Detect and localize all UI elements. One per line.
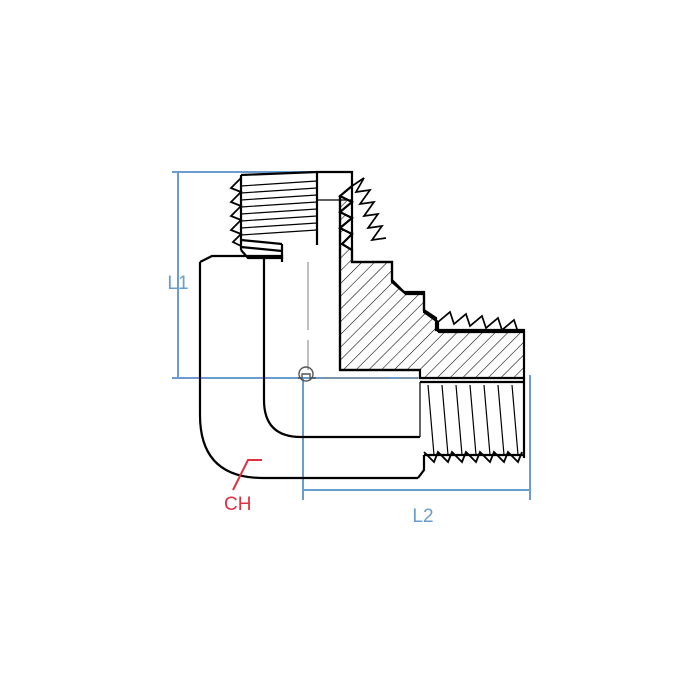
vthread-section-crest: [351, 177, 387, 242]
section-boundary-group: [338, 177, 524, 372]
vthread-collar-line-a: [240, 238, 283, 246]
hthread-crest-profile: [423, 450, 523, 464]
outer-body-profile: [198, 262, 418, 480]
inner-bore-wall: [262, 259, 420, 439]
fitting-outline-group: [198, 170, 526, 480]
hthread-section-crest: [437, 310, 519, 333]
vthread-helix-lines: [240, 180, 318, 236]
vthread-collar-line-b: [240, 245, 283, 253]
section-inner-step-profile: [350, 186, 440, 332]
hthread-shoulder-step: [417, 455, 426, 479]
dimension-label-l2: L2: [412, 506, 433, 527]
ch-leader-group: [232, 459, 262, 491]
center-marker-circle: [298, 366, 314, 382]
center-marker-cross: [298, 373, 316, 379]
center-cross-marker: [298, 366, 316, 382]
hthread-helix-lines: [427, 384, 519, 456]
dimension-lines-group: [172, 171, 531, 500]
body-top-right-edge: [317, 170, 354, 186]
callout-label-ch: CH: [224, 494, 251, 515]
dimension-label-l1: L1: [167, 273, 188, 294]
ch-leader-line: [232, 459, 262, 491]
vthread-crest-profile: [229, 177, 243, 247]
vthread-top-face: [240, 170, 318, 177]
